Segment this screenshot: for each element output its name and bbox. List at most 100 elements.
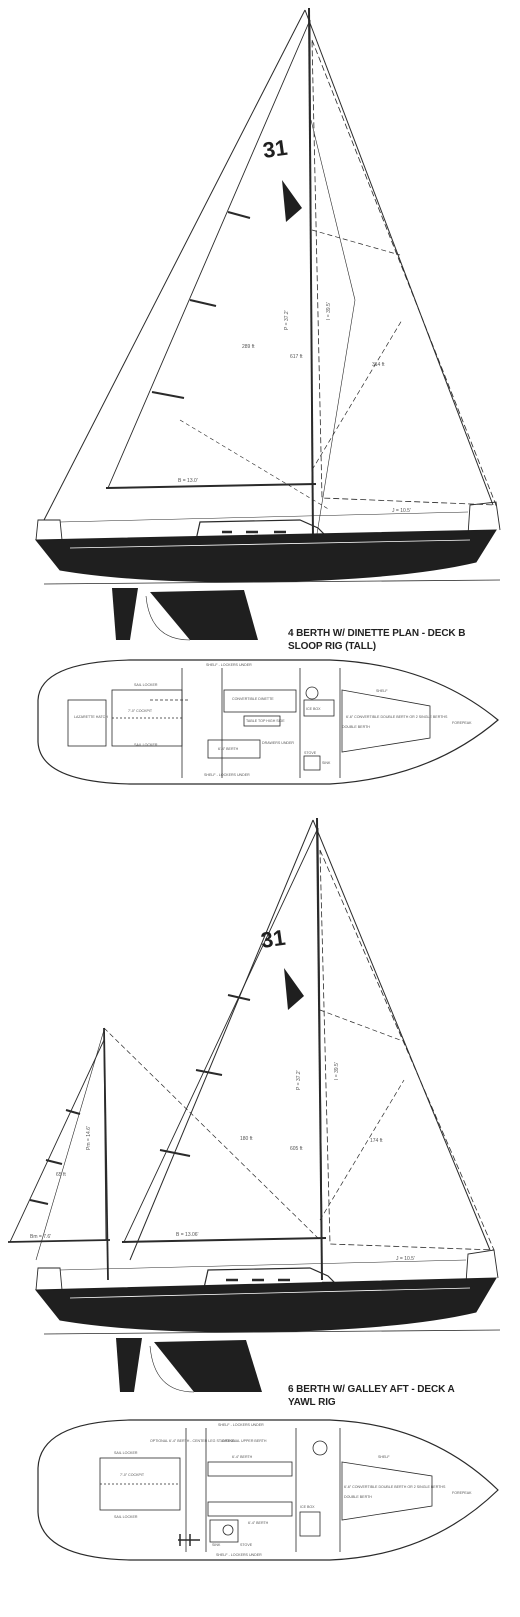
sloop-forestay bbox=[304, 9, 494, 506]
plan-a-hull-outline bbox=[37, 1419, 499, 1561]
yawl-lifeline bbox=[59, 1259, 467, 1271]
yawl-caption-line2: YAWL RIG bbox=[288, 1397, 336, 1408]
plan-a-label-sail-locker-bottom: SAIL LOCKER bbox=[114, 1515, 138, 1519]
sloop-burgee-icon bbox=[282, 180, 302, 222]
plan-a-label-sink: SINK bbox=[212, 1543, 221, 1547]
sloop-shroud bbox=[315, 299, 356, 541]
plan-b-galley bbox=[303, 699, 335, 717]
yawl-keel-outline bbox=[149, 1345, 195, 1393]
plan-b-label-stove: STOVE bbox=[304, 751, 317, 755]
yawl-jib-guide bbox=[319, 1079, 405, 1221]
sloop-keel-outline bbox=[145, 595, 191, 641]
sloop-dim-base: J = 10.5' bbox=[392, 508, 411, 514]
sloop-caption-line2: SLOOP RIG (TALL) bbox=[288, 641, 377, 652]
yawl-dim-mizzen-mast: Pm = 14.6' bbox=[86, 1126, 92, 1150]
yawl-batten bbox=[195, 1069, 223, 1076]
plan-a-label-stove: STOVE bbox=[240, 1543, 253, 1547]
plan-b-vberth bbox=[341, 689, 431, 753]
plan-b-label-sail-locker-bottom: SAIL LOCKER bbox=[134, 743, 158, 747]
sloop-dim-forestay: I = 39.5' bbox=[326, 302, 332, 320]
yawl-center-main: 180 ft bbox=[240, 1136, 253, 1142]
sloop-stern-pulpit bbox=[35, 519, 63, 541]
yawl-dim-mast: P = 37.2' bbox=[296, 1070, 302, 1090]
plan-a-settee-top bbox=[207, 1461, 293, 1477]
plan-a-label-double: DOUBLE BERTH bbox=[344, 1495, 372, 1499]
yawl-profile bbox=[7, 817, 499, 1291]
plan-a-label-sail-locker-top: SAIL LOCKER bbox=[114, 1451, 138, 1455]
yawl-mizzen-batten bbox=[29, 1199, 49, 1205]
sloop-keel bbox=[150, 590, 258, 640]
plan-b-label-double: DOUBLE BERTH bbox=[342, 725, 370, 729]
yawl-dim-mizzen-boom: Bm = 7.6' bbox=[30, 1234, 51, 1240]
plan-a-settee-bottom bbox=[207, 1501, 293, 1517]
plan-b-label-drawers: DRAWERS UNDER bbox=[262, 741, 294, 745]
plan-b-label-shelf-bottom: SHELF - LOCKERS UNDER bbox=[204, 773, 250, 777]
yawl-center-total: 605 ft bbox=[290, 1146, 303, 1152]
plan-a-label-berth-bottom: 6'-4" BERTH bbox=[248, 1521, 269, 1525]
sloop-center-main: 289 ft bbox=[242, 344, 255, 350]
yawl-waterline bbox=[43, 1329, 501, 1335]
sloop-boom bbox=[105, 483, 317, 489]
yawl-rudder bbox=[116, 1338, 142, 1392]
plan-b-table bbox=[243, 715, 281, 727]
yawl-genoa bbox=[319, 849, 495, 1251]
yawl-dim-base: J = 10.5' bbox=[396, 1256, 415, 1262]
yawl-jib-guide bbox=[319, 1009, 401, 1041]
plan-a-label-berth-top: 6'-4" BERTH bbox=[232, 1455, 253, 1459]
deck-plan-a bbox=[37, 1419, 499, 1561]
yawl-dim-boom: B = 13.06' bbox=[176, 1232, 199, 1238]
yawl-caption-line1: 6 BERTH W/ GALLEY AFT - DECK A bbox=[288, 1384, 455, 1395]
yawl-dim-forestay: I = 39.5' bbox=[334, 1062, 340, 1080]
yawl-center-mizzen: 65 ft bbox=[56, 1172, 66, 1178]
plan-b-head bbox=[305, 686, 319, 700]
yawl-mast bbox=[316, 817, 323, 1281]
sloop-guide bbox=[179, 419, 331, 511]
plan-a-galley bbox=[209, 1519, 239, 1543]
sloop-dim-boom: B = 13.0' bbox=[178, 478, 198, 484]
yawl-mizzen-boom bbox=[7, 1239, 111, 1243]
plan-a-head bbox=[312, 1440, 328, 1456]
yawl-mizzen-staysail bbox=[103, 1027, 321, 1241]
yawl-backstay bbox=[129, 819, 314, 1261]
yawl-bow-pulpit bbox=[465, 1249, 499, 1284]
plan-b-label-vberth: 6'-6" CONVERTIBLE DOUBLE BERTH OR 2 SING… bbox=[346, 715, 448, 719]
plan-b-hull-outline bbox=[37, 659, 499, 785]
plan-a-label-vberth: 6'-6" CONVERTIBLE DOUBLE BERTH OR 2 SING… bbox=[344, 1485, 446, 1489]
sloop-waterline bbox=[43, 579, 501, 585]
plan-a-sink bbox=[222, 1524, 234, 1536]
plan-b-settee bbox=[207, 739, 261, 759]
yawl-forestay bbox=[312, 819, 491, 1251]
yawl-batten bbox=[159, 1149, 191, 1157]
sloop-shroud bbox=[310, 119, 356, 301]
plan-a-vberth bbox=[341, 1461, 433, 1521]
plan-b-label-berth: 6'-4" BERTH bbox=[218, 747, 239, 751]
yawl-mizzen-batten bbox=[45, 1159, 63, 1165]
plan-b-label-sail-locker-top: SAIL LOCKER bbox=[134, 683, 158, 687]
yawl-stern-pulpit bbox=[35, 1267, 63, 1291]
sloop-lifeline bbox=[59, 511, 469, 523]
sloop-jib-guide bbox=[311, 319, 403, 471]
plan-a-locker bbox=[299, 1511, 321, 1537]
sloop-backstay bbox=[43, 9, 306, 521]
yawl-sheer-stripe bbox=[69, 1287, 471, 1299]
sloop-sheer-stripe bbox=[69, 539, 471, 549]
plan-b-label-table: TABLE TOP HIGH SIDE bbox=[246, 719, 285, 723]
plan-b-label-sink: SINK bbox=[322, 761, 331, 765]
sloop-batten bbox=[227, 211, 251, 219]
yawl-cabin bbox=[203, 1267, 341, 1289]
plan-a-label-forepeak: FOREPEAK bbox=[452, 1491, 472, 1495]
sloop-caption-line1: 4 BERTH W/ DINETTE PLAN - DECK B bbox=[288, 628, 466, 639]
yawl-burgee-icon bbox=[284, 968, 304, 1010]
sloop-batten bbox=[151, 391, 185, 399]
sloop-profile bbox=[35, 7, 501, 541]
plan-a-label-cockpit: 7'-0" COCKPIT bbox=[120, 1473, 145, 1477]
sloop-dim-mast: P = 37.2' bbox=[284, 310, 290, 330]
plan-b-label-shelf: SHELF bbox=[376, 689, 388, 693]
plan-b-lazarette bbox=[67, 699, 107, 747]
plan-a-label-optional-berth: OPTIONAL 6'-4" BERTH - CENTER LEG STANDI… bbox=[150, 1439, 235, 1443]
sloop-sail-number: 31 bbox=[261, 135, 289, 163]
plan-a-label-shelf: SHELF bbox=[378, 1455, 390, 1459]
sloop-genoa bbox=[311, 39, 497, 506]
plan-a-label-optional-upper: OPTIONAL UPPER BERTH bbox=[222, 1439, 267, 1443]
